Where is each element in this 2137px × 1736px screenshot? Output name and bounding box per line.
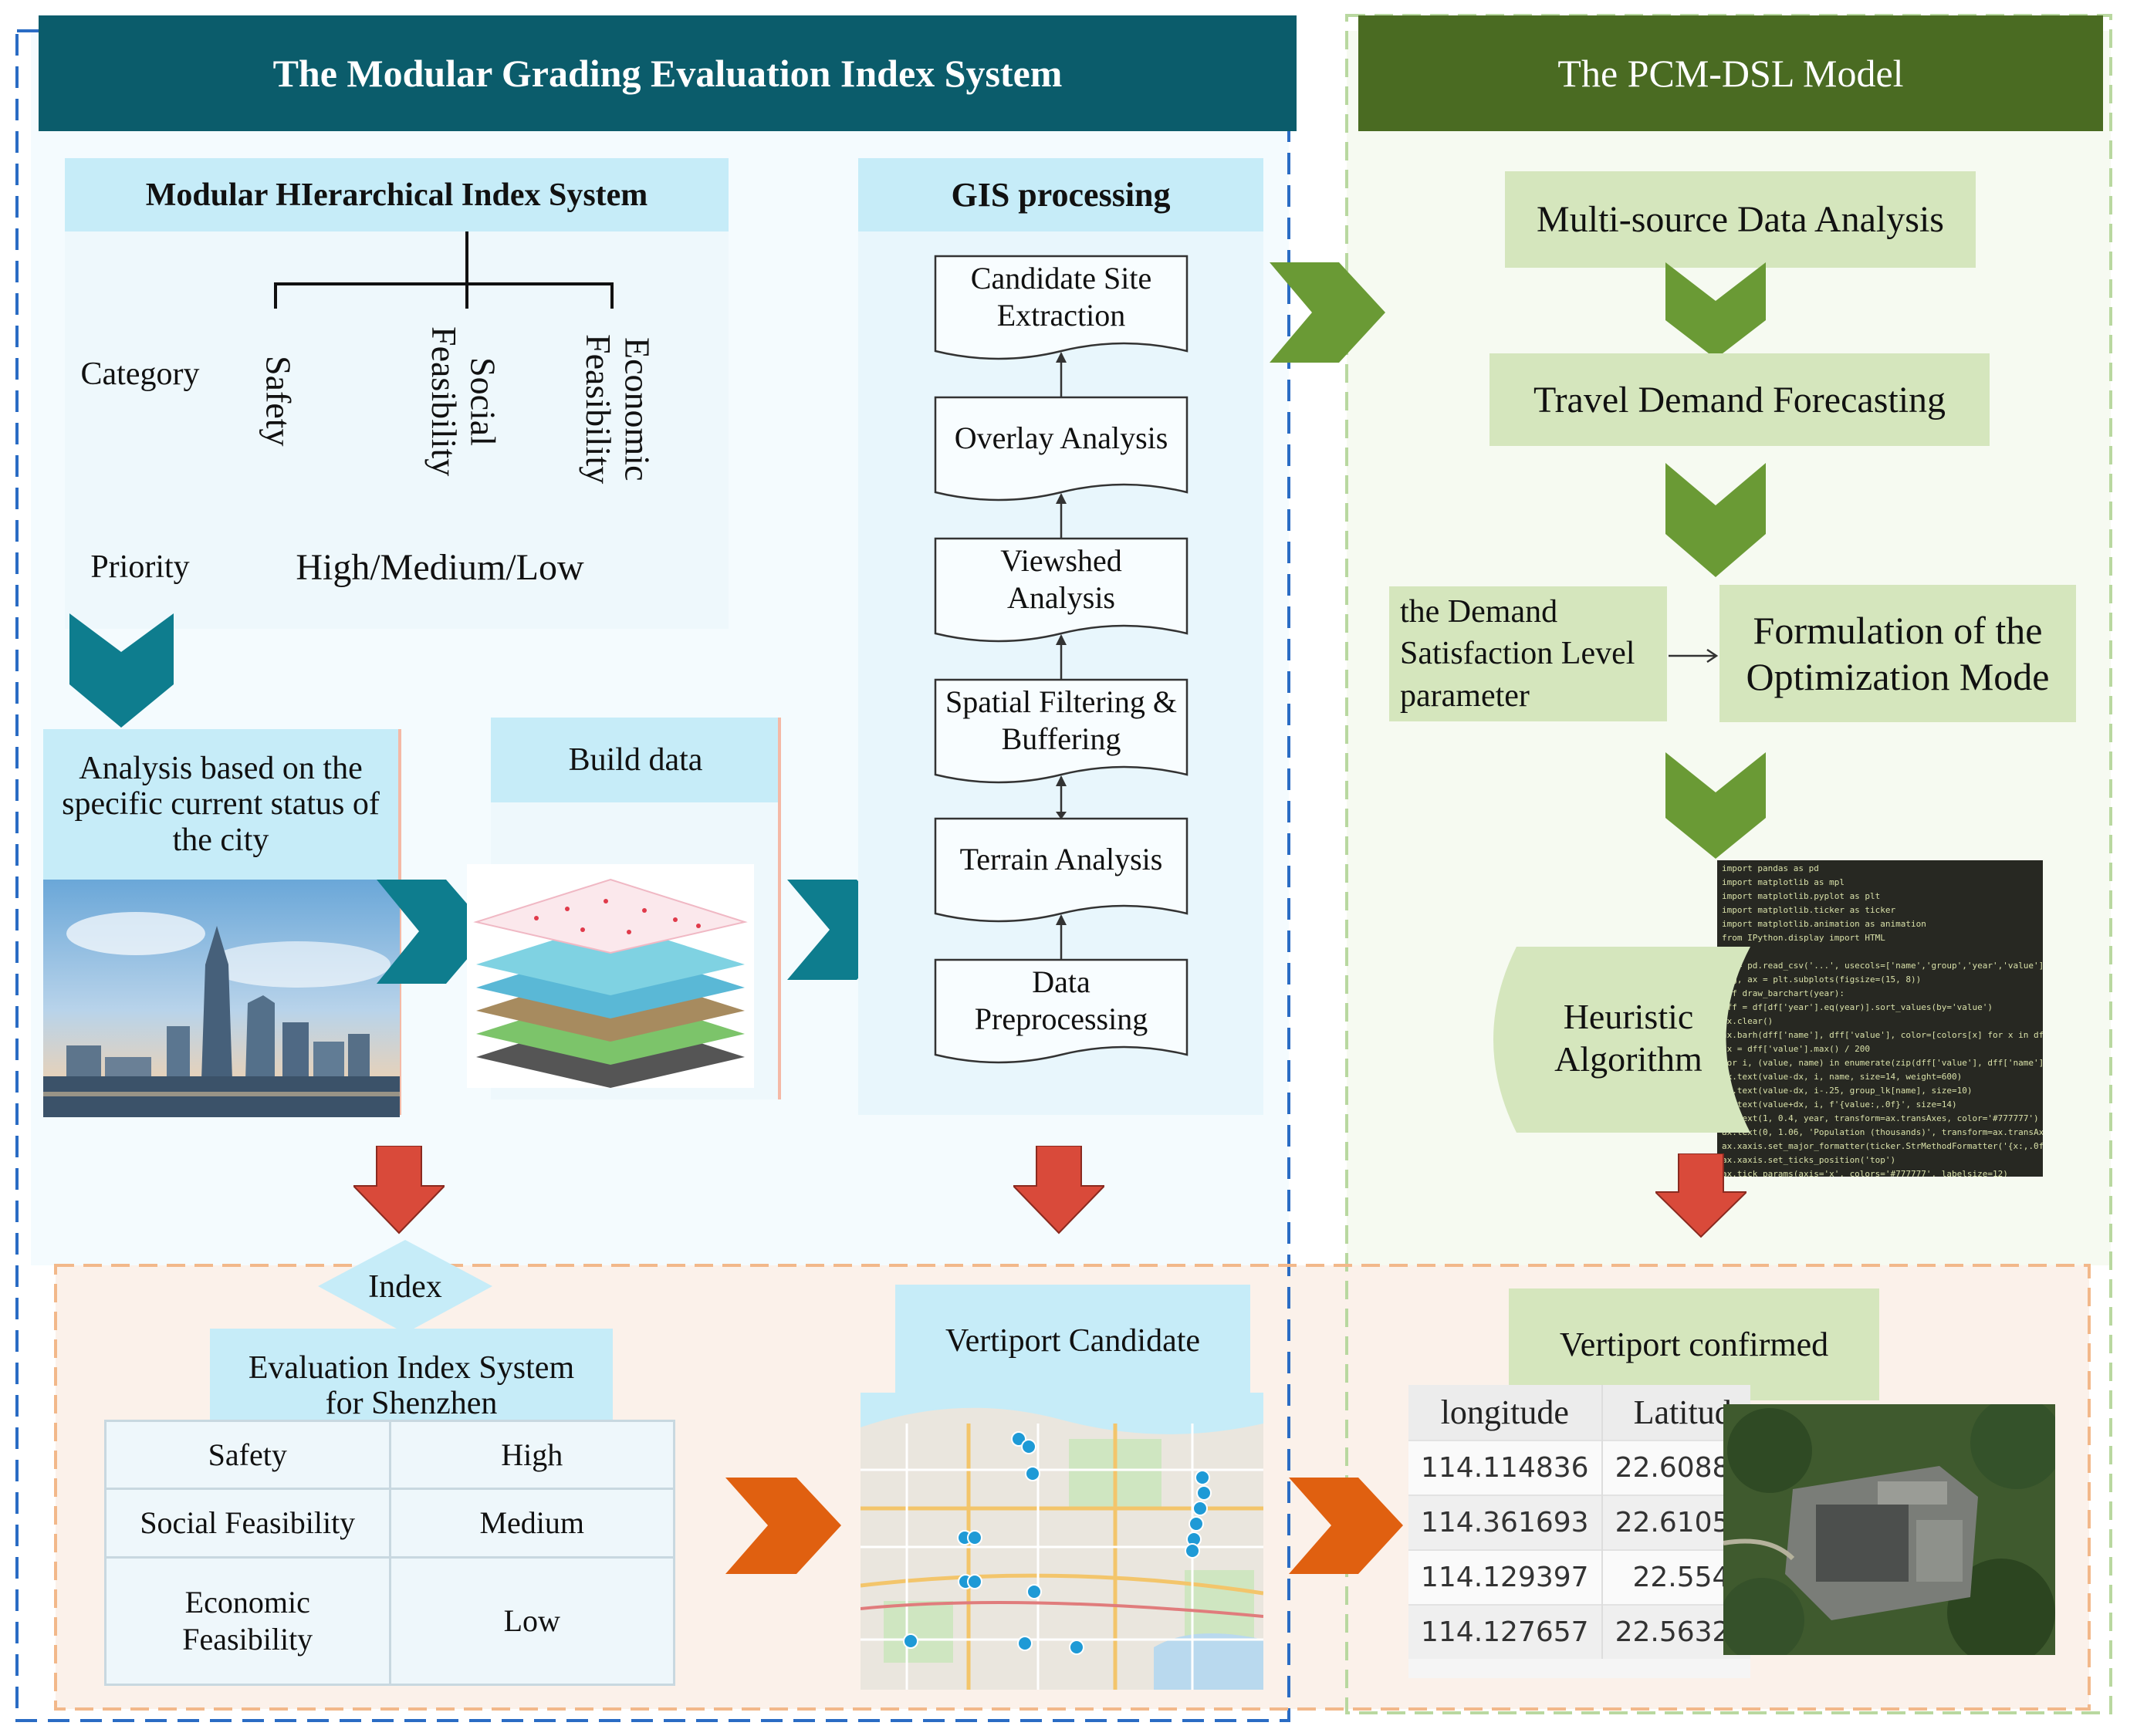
eval-row-economic: Economic Feasibility Low xyxy=(104,1555,675,1687)
pcm-step-multisource: Multi-source Data Analysis xyxy=(1505,171,1976,268)
param-arrow xyxy=(1669,648,1719,664)
index-diamond xyxy=(318,1240,492,1333)
longitude-cell: 114.361693 xyxy=(1408,1495,1603,1550)
gis-step-spatial-filtering: Spatial Filtering & Buffering xyxy=(945,684,1177,756)
teal-right-chevron-1 xyxy=(377,880,491,984)
gis-step-viewshed-analysis: Viewshed Analysis xyxy=(1000,542,1122,615)
eval-table: Safety High Social Feasibility Medium Ec… xyxy=(104,1419,675,1687)
red-arrow-left xyxy=(353,1146,445,1234)
teal-down-chevron xyxy=(69,613,174,728)
formulation-box: Formulation of the Optimization Mode xyxy=(1719,585,2076,722)
heuristic-label: Heuristic Algorithm xyxy=(1554,996,1702,1079)
eval-criterion: Economic Feasibility xyxy=(104,1555,391,1687)
build-data-title: Build data xyxy=(491,718,780,802)
build-data-title-edge xyxy=(778,718,781,1099)
table-row: 114.127657 22.563221 xyxy=(1408,1604,1750,1659)
eval-criterion: Safety xyxy=(104,1419,391,1491)
green-down-chevron-1 xyxy=(1665,262,1766,359)
coords-header-row: longitude Latitude xyxy=(1408,1385,1750,1440)
demand-satisfaction-param: the Demand Satisfaction Level parameter xyxy=(1389,586,1667,721)
green-right-chevron xyxy=(1270,262,1385,363)
priority-label: Priority xyxy=(90,549,190,585)
gis-step-data-preprocessing: Data Preprocessing xyxy=(974,964,1148,1036)
right-section-title: The PCM-DSL Model xyxy=(1358,15,2103,131)
green-down-chevron-2 xyxy=(1665,463,1766,577)
hierarchy-tree-lines xyxy=(274,231,614,309)
pcm-step-travel-demand: Travel Demand Forecasting xyxy=(1489,353,1990,446)
orange-chevron-1 xyxy=(725,1478,841,1574)
city-skyline-photo xyxy=(43,880,400,1117)
candidate-map xyxy=(861,1393,1263,1690)
analysis-box-right-edge xyxy=(398,729,401,1115)
red-arrow-right xyxy=(1655,1153,1746,1238)
eval-level: Low xyxy=(388,1555,675,1687)
hierarchy-panel xyxy=(65,158,729,629)
longitude-cell: 114.127657 xyxy=(1408,1604,1603,1659)
table-row: 114.129397 22.55452 xyxy=(1408,1549,1750,1605)
confirmed-title: Vertiport confirmed xyxy=(1509,1288,1879,1400)
category-safety: Safety xyxy=(259,356,299,447)
code-screenshot: import pandas as pd import matplotlib as… xyxy=(1717,860,2043,1177)
eval-level: High xyxy=(388,1419,675,1491)
priority-value: High/Medium/Low xyxy=(296,546,584,588)
category-economic-feasibility: Economic Feasibility xyxy=(579,333,658,485)
eval-row-social: Social Feasibility Medium xyxy=(104,1488,675,1559)
gis-step-overlay-analysis: Overlay Analysis xyxy=(954,420,1168,455)
longitude-cell: 114.114836 xyxy=(1408,1440,1603,1495)
coords-table: longitude Latitude 114.114836 22.608812 … xyxy=(1408,1385,1750,1678)
longitude-header: longitude xyxy=(1408,1385,1603,1440)
table-row: 114.361693 22.610524 xyxy=(1408,1495,1750,1550)
left-section-title: The Modular Grading Evaluation Index Sys… xyxy=(39,15,1297,131)
heuristic-shape xyxy=(1493,947,1750,1133)
gis-title: GIS processing xyxy=(858,158,1263,231)
table-row: 114.114836 22.608812 xyxy=(1408,1440,1750,1495)
category-social-feasibility: Social Feasibility xyxy=(424,326,503,477)
index-label: Index xyxy=(368,1268,442,1305)
eval-level: Medium xyxy=(388,1488,675,1559)
red-arrow-middle xyxy=(1013,1146,1104,1234)
green-down-chevron-3 xyxy=(1665,752,1766,859)
category-label: Category xyxy=(80,356,200,392)
eval-criterion: Social Feasibility xyxy=(104,1488,391,1559)
gis-step-shapes xyxy=(934,255,1189,1064)
gis-step-terrain-analysis: Terrain Analysis xyxy=(959,841,1163,876)
orange-chevron-2 xyxy=(1289,1478,1403,1574)
analysis-box: Analysis based on the specific current s… xyxy=(43,729,398,880)
longitude-cell: 114.129397 xyxy=(1408,1549,1603,1605)
eval-row-safety: Safety High xyxy=(104,1419,675,1491)
aerial-photo xyxy=(1723,1404,2055,1655)
gis-step-candidate-site-extraction: Candidate Site Extraction xyxy=(970,260,1152,333)
gis-layers-image xyxy=(467,864,754,1088)
candidate-title: Vertiport Candidate xyxy=(895,1285,1250,1397)
hierarchy-title: Modular HIerarchical Index System xyxy=(65,158,729,231)
